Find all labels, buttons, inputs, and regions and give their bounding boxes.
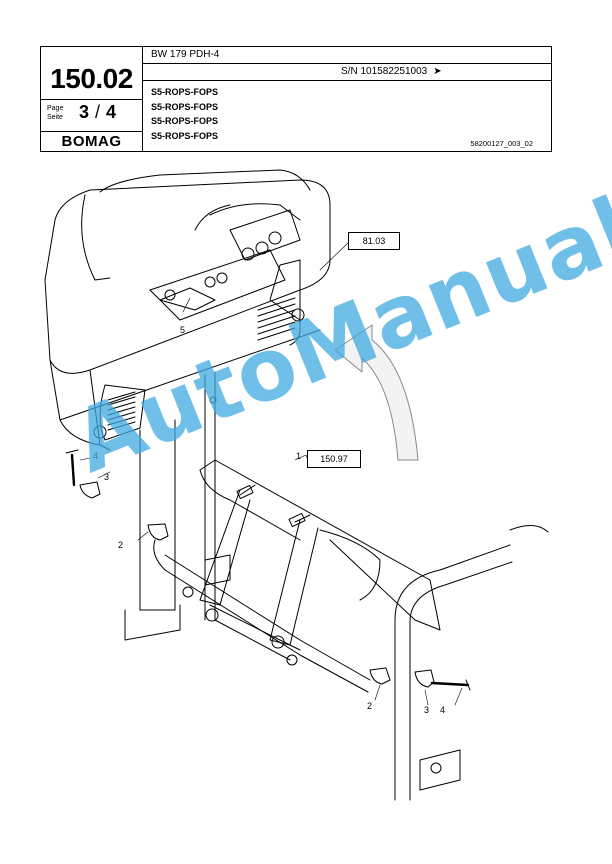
cross-bar: [154, 540, 370, 692]
rops-bracket-assembly: [200, 460, 440, 665]
header-rule: [41, 131, 142, 132]
machine-model: BW 179 PDH-4: [151, 49, 219, 60]
sheet-number: 150.02: [41, 63, 142, 95]
drawing-id: 58200127_003_02: [470, 139, 533, 148]
brand-logo: BOMAG: [41, 133, 142, 150]
item-label-2: 2: [367, 701, 372, 711]
arrow-right-icon: ➤: [433, 66, 441, 77]
page-total: 4: [106, 102, 116, 122]
header-rule: [142, 80, 551, 81]
page-label: Page Seite: [47, 104, 63, 122]
rear-roll-bar: [395, 525, 548, 800]
parts-header: BW 179 PDH-4 S/N 101582251003 ➤ 150.02 Pa…: [40, 46, 552, 152]
page-current: 3: [79, 102, 89, 122]
header-rule: [142, 63, 551, 64]
clamp-set-right: [370, 668, 470, 690]
serial-text: S/N 101582251003: [341, 66, 427, 77]
page-label-de: Seite: [47, 113, 63, 122]
item-label-3: 3: [424, 705, 429, 715]
serial-number: S/N 101582251003 ➤: [341, 66, 442, 77]
page-indicator: 3 / 4: [79, 102, 116, 123]
page-label-en: Page: [47, 104, 63, 113]
item-label-5: 5: [180, 325, 185, 335]
assembly-title: S5-ROPS-FOPS: [151, 85, 218, 100]
header-rule: [41, 99, 142, 100]
reference-81-03[interactable]: 81.03: [348, 232, 400, 250]
item-label-2: 2: [118, 540, 123, 550]
page-separator: /: [95, 102, 100, 122]
assembly-title: S5-ROPS-FOPS: [151, 129, 218, 144]
assembly-titles: S5-ROPS-FOPS S5-ROPS-FOPS S5-ROPS-FOPS S…: [151, 85, 218, 143]
assembly-title: S5-ROPS-FOPS: [151, 100, 218, 115]
item-label-4: 4: [440, 705, 445, 715]
assembly-title: S5-ROPS-FOPS: [151, 114, 218, 129]
reference-150-97[interactable]: 150.97: [307, 450, 361, 468]
item-label-1: 1: [296, 451, 301, 461]
